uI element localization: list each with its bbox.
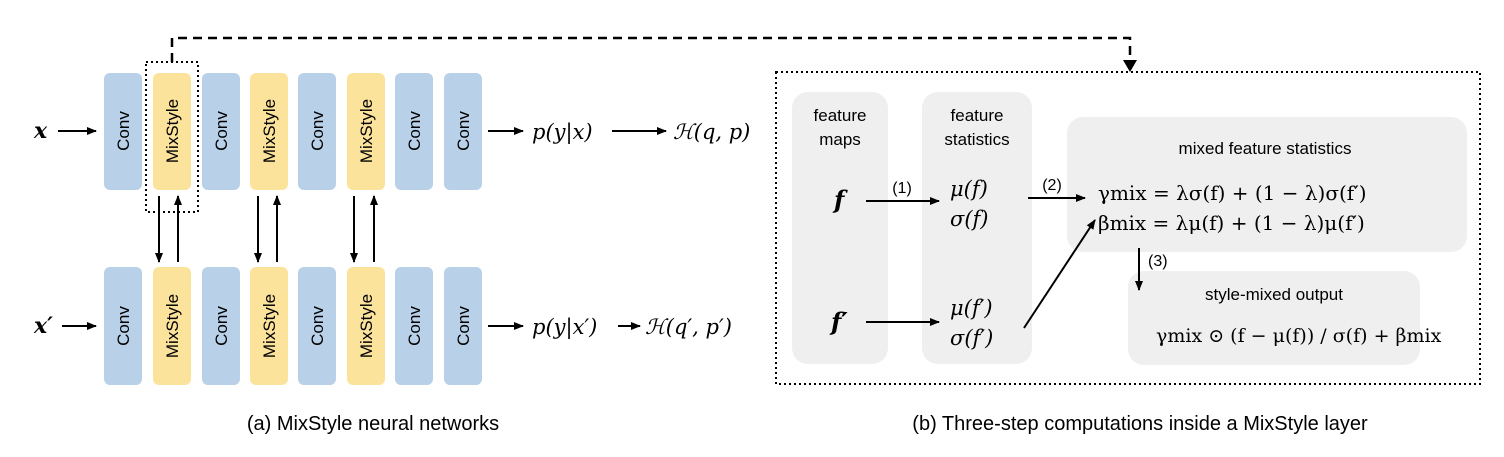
mu-f-prime: μ(f′) [950,296,993,320]
style-mixed-output-title: style-mixed output [1205,285,1343,304]
dashed-connector [170,36,1132,68]
sigma-f-prime: σ(f′) [950,326,993,350]
top-mixstyle-3 [347,73,385,190]
bottom-label-8: Conv [454,306,473,346]
top-label-8: Conv [454,111,473,151]
caption-b: (b) Three-step computations inside a Mix… [912,413,1368,435]
gamma-equation: γmix = λσ(f) + (1 − λ)σ(f′) [1098,181,1367,205]
top-row-blocks [104,73,482,190]
top-label-4: MixStyle [260,99,279,163]
bottom-conv-3 [298,267,336,385]
bottom-conv-2 [202,267,240,385]
bottom-conv-5 [444,267,482,385]
input-x-bottom: x′ [33,313,53,339]
step3-label: (3) [1148,253,1168,270]
mixed-stats-title: mixed feature statistics [1179,139,1352,158]
top-mixstyle-1 [153,73,191,190]
feature-f: f [832,185,848,214]
bottom-label-2: MixStyle [163,294,182,358]
top-conv-3 [298,73,336,190]
top-conv-1 [104,73,142,190]
bottom-mixstyle-3 [347,267,385,385]
feature-f-prime: f′ [829,307,848,336]
arrow-step2-bottom [1023,219,1096,329]
top-label-6: MixStyle [357,99,376,163]
feature-maps-title-1: feature [814,106,867,125]
bottom-label-7: Conv [405,306,424,346]
top-output-h: ℋ(q, p) [673,120,750,144]
feature-maps-title-2: maps [819,130,861,149]
style-mixed-output-panel [1128,271,1420,365]
top-conv-4 [395,73,433,190]
dashed-connector-arrowhead [1123,60,1137,72]
bottom-label-1: Conv [114,306,133,346]
top-label-2: MixStyle [163,99,182,163]
top-label-7: Conv [405,111,424,151]
step2-label: (2) [1042,177,1062,194]
bottom-label-6: MixStyle [357,294,376,358]
bottom-row-blocks [104,267,482,385]
top-mixstyle-2 [250,73,288,190]
mu-f: μ(f) [950,177,988,201]
top-label-5: Conv [308,111,327,151]
feature-stats-title-1: feature [951,106,1004,125]
bottom-label-3: Conv [212,306,231,346]
bottom-label-5: Conv [308,306,327,346]
bottom-mixstyle-2 [250,267,288,385]
feature-maps-panel [792,92,888,364]
bottom-label-4: MixStyle [260,294,279,358]
bottom-conv-4 [395,267,433,385]
feature-stats-title-2: statistics [944,130,1009,149]
beta-equation: βmix = λμ(f) + (1 − λ)μ(f′) [1098,211,1365,235]
bottom-output-h: ℋ(q′, p′) [645,315,732,339]
top-conv-2 [202,73,240,190]
top-output-p: p(y|x) [532,120,593,145]
cross-arrows [155,195,378,263]
top-label-3: Conv [212,111,231,151]
step1-label: (1) [892,180,912,197]
top-conv-5 [444,73,482,190]
output-equation: γmix ⊙ (f − μ(f)) / σ(f) + βmix [1156,325,1442,347]
bottom-conv-1 [104,267,142,385]
bottom-output-p: p(y|x′) [532,315,597,340]
feature-statistics-panel [922,92,1032,364]
input-x-top: x [33,118,48,144]
mixed-statistics-panel [1067,117,1467,252]
mixstyle-layer-frame [775,71,1481,385]
top-label-1: Conv [114,111,133,151]
sigma-f: σ(f) [950,207,989,231]
caption-a: (a) MixStyle neural networks [247,413,499,435]
bottom-mixstyle-1 [153,267,191,385]
